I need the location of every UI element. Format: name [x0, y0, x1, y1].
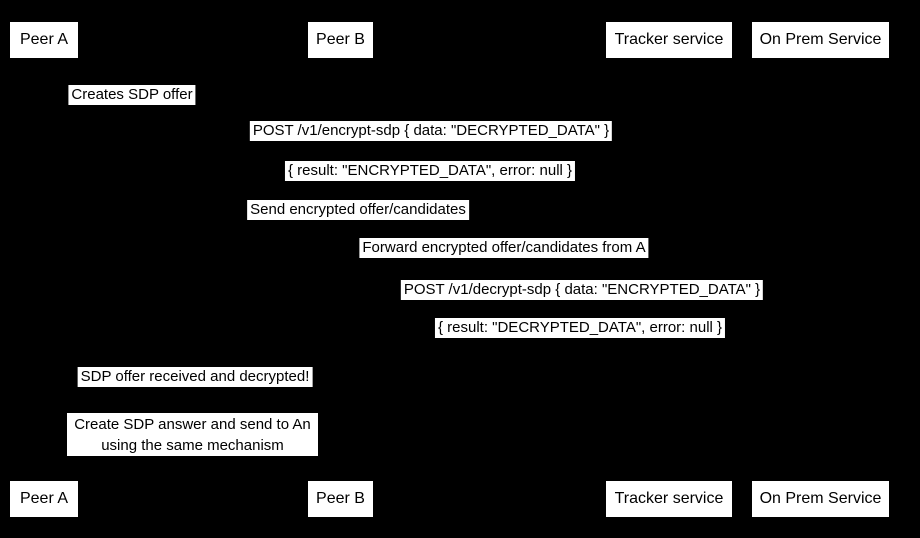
message-forward-encrypted-offer: Forward encrypted offer/candidates from … — [359, 238, 649, 258]
note-line-1: Create SDP answer and send to An — [74, 415, 311, 433]
actor-peer-a-top: Peer A — [10, 22, 78, 58]
actor-peer-b-top: Peer B — [308, 22, 373, 58]
message-post-decrypt-sdp: POST /v1/decrypt-sdp { data: "ENCRYPTED_… — [400, 280, 764, 300]
actor-peer-a-bottom: Peer A — [10, 481, 78, 517]
actor-tracker-service-top: Tracker service — [606, 22, 732, 58]
actor-on-prem-service-bottom: On Prem Service — [752, 481, 889, 517]
message-encrypt-result: { result: "ENCRYPTED_DATA", error: null … — [284, 161, 576, 181]
actor-peer-b-bottom: Peer B — [308, 481, 373, 517]
message-decrypt-result: { result: "DECRYPTED_DATA", error: null … — [434, 318, 726, 338]
note-line-2: using the same mechanism — [101, 436, 284, 454]
message-send-encrypted-offer: Send encrypted offer/candidates — [247, 200, 469, 220]
actor-tracker-service-bottom: Tracker service — [606, 481, 732, 517]
message-post-encrypt-sdp: POST /v1/encrypt-sdp { data: "DECRYPTED_… — [249, 121, 613, 141]
message-creates-sdp-offer: Creates SDP offer — [68, 85, 196, 105]
message-sdp-offer-received: SDP offer received and decrypted! — [77, 367, 313, 387]
note-create-sdp-answer: Create SDP answer and send to An using t… — [67, 413, 318, 456]
actor-on-prem-service-top: On Prem Service — [752, 22, 889, 58]
